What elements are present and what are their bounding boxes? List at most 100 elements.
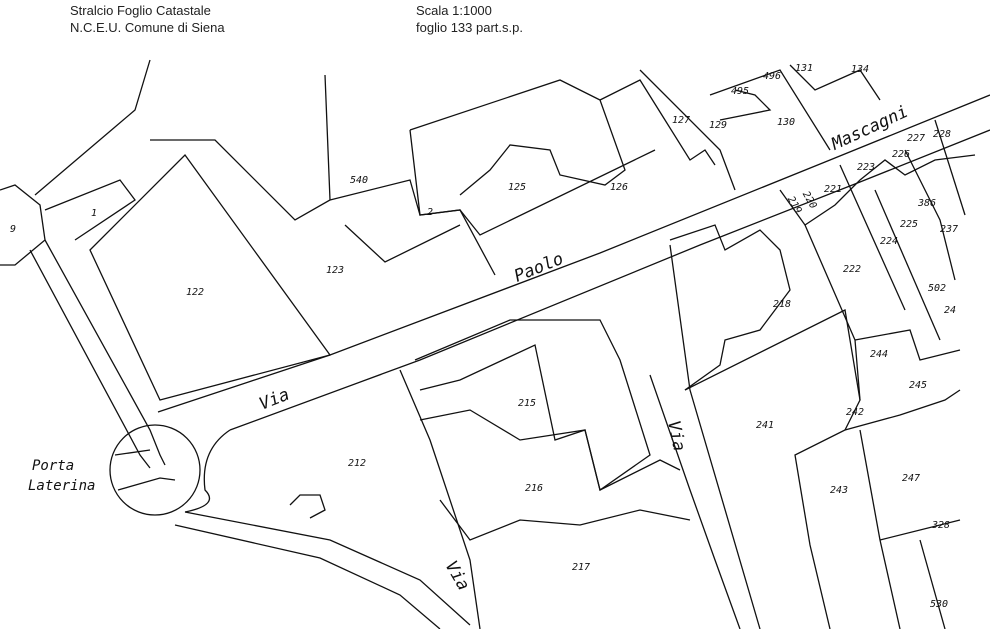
- junction-curve: [184, 429, 231, 513]
- parcel-number: 126: [610, 182, 628, 193]
- parcel-122-north: [150, 74, 331, 221]
- parcel-number: 245: [909, 380, 927, 391]
- parcel-215-boundary: [414, 319, 651, 492]
- parcel-boundaries: [0, 59, 990, 629]
- parcel-number: 226: [892, 149, 910, 160]
- parcel-222-boundary: [804, 224, 861, 401]
- parcel-number: 9: [10, 224, 16, 235]
- porta-laterina-circle: [109, 424, 201, 516]
- parcel-number: 228: [933, 129, 951, 140]
- parcel-number: 502: [928, 283, 946, 294]
- parcel-247-boundary: [859, 429, 901, 629]
- parcel-218-boundary: [669, 224, 791, 391]
- porta-label: Porta: [32, 458, 74, 474]
- parcel-number: 219: [785, 195, 804, 216]
- parcel-228-boundary: [934, 119, 966, 216]
- parcel-number: 243: [830, 485, 848, 496]
- parcel-number: 237: [940, 224, 958, 235]
- parcel-227-boundary: [904, 149, 956, 281]
- gate-left-shape: [0, 184, 46, 266]
- vertical-via-west: [649, 374, 741, 629]
- parcel-130-boundary: [709, 69, 831, 151]
- parcel-216-boundary: [419, 409, 681, 491]
- left-road-east: [44, 239, 166, 466]
- parcel-328-boundary: [879, 519, 961, 541]
- parcel-numbers: 9 1 122 123 540 2 125 126 127 129 495 49…: [10, 63, 958, 610]
- via-paolo-north-edge: [157, 94, 990, 413]
- parcel-number: 123: [326, 265, 344, 276]
- gate-line-b: [117, 477, 176, 491]
- sheet-label: foglio 133 part.s.p.: [416, 20, 523, 35]
- bottom-via-north: [184, 511, 471, 626]
- porta-laterina-label: Porta Laterina: [28, 458, 95, 494]
- parcel-number: 122: [186, 287, 204, 298]
- parcel-126-boundary: [409, 129, 656, 236]
- parcel-number: 496: [763, 71, 781, 82]
- parcel-495-boundary: [719, 89, 772, 121]
- scale-label: Scala 1:1000: [416, 3, 492, 18]
- parcel-217-boundary: [439, 499, 691, 541]
- parcel-number: 212: [348, 458, 366, 469]
- parcel-212-boundary: [399, 369, 481, 629]
- parcel-number: 127: [672, 115, 690, 126]
- parcel-number: 328: [931, 520, 950, 531]
- parcel-number: 125: [508, 182, 526, 193]
- parcel-number: 217: [572, 562, 590, 573]
- parcel-221-boundary: [779, 154, 976, 226]
- parcel-number: 495: [731, 86, 749, 97]
- parcel-242-boundary: [844, 389, 961, 431]
- parcel-241-boundary: [684, 309, 861, 629]
- upper-road-b: [44, 179, 136, 241]
- parcel-number: 131: [795, 63, 813, 74]
- parcel-number: 221: [824, 184, 842, 195]
- parcel-127-boundary: [599, 79, 716, 166]
- parcel-123-boundary: [329, 179, 496, 276]
- parcel-number: 218: [773, 299, 791, 310]
- map-title: Stralcio Foglio Catastale N.C.E.U. Comun…: [70, 2, 225, 36]
- parcel-number: 247: [902, 473, 920, 484]
- gate-line-a: [114, 449, 151, 456]
- street-label-paolo: Paolo: [511, 249, 566, 287]
- vertical-via-east: [669, 244, 761, 629]
- parcel-number: 134: [851, 64, 869, 75]
- upper-road-a: [34, 59, 151, 196]
- parcel-number: 241: [756, 420, 774, 431]
- street-label-mascagni: Mascagni: [828, 102, 912, 155]
- bottom-via-south: [174, 524, 441, 629]
- parcel-212-shed: [289, 494, 326, 519]
- parcel-530-boundary: [919, 539, 946, 629]
- parcel-244-boundary: [854, 329, 961, 361]
- parcel-number: 2: [427, 207, 433, 218]
- via-paolo-south-edge: [229, 129, 990, 431]
- parcel-129-boundary: [639, 69, 736, 191]
- parcel-number: 225: [900, 219, 918, 230]
- parcel-131-boundary: [789, 64, 881, 101]
- parcel-number: 130: [777, 117, 795, 128]
- parcel-number: 242: [846, 407, 864, 418]
- parcel-122-outline: [89, 154, 332, 401]
- parcel-number: 244: [870, 349, 888, 360]
- parcel-number: 216: [525, 483, 543, 494]
- parcel-223-boundary: [839, 164, 906, 311]
- parcel-number: 215: [518, 398, 536, 409]
- left-road-west: [29, 249, 151, 469]
- parcel-number: 540: [350, 175, 368, 186]
- title-line-2: N.C.E.U. Comune di Siena: [70, 20, 225, 35]
- parcel-123-inner: [344, 224, 461, 263]
- laterina-label: Laterina: [28, 478, 95, 494]
- title-line-1: Stralcio Foglio Catastale: [70, 3, 211, 18]
- parcel-number: 227: [907, 133, 925, 144]
- map-scale-info: Scala 1:1000 foglio 133 part.s.p.: [416, 2, 523, 36]
- parcel-number: 530: [930, 599, 948, 610]
- street-label-via-vertical: Via: [663, 419, 689, 453]
- street-label-via: Via: [256, 385, 292, 415]
- street-label-via-bottom: Via: [441, 558, 474, 595]
- parcel-224-boundary: [874, 189, 941, 341]
- parcel-number: 222: [843, 264, 861, 275]
- parcel-number: 223: [857, 162, 875, 173]
- parcel-number: 1: [91, 208, 97, 219]
- parcel-number: 386: [917, 198, 936, 209]
- parcel-number: 224: [880, 236, 898, 247]
- parcel-number: 129: [709, 120, 727, 131]
